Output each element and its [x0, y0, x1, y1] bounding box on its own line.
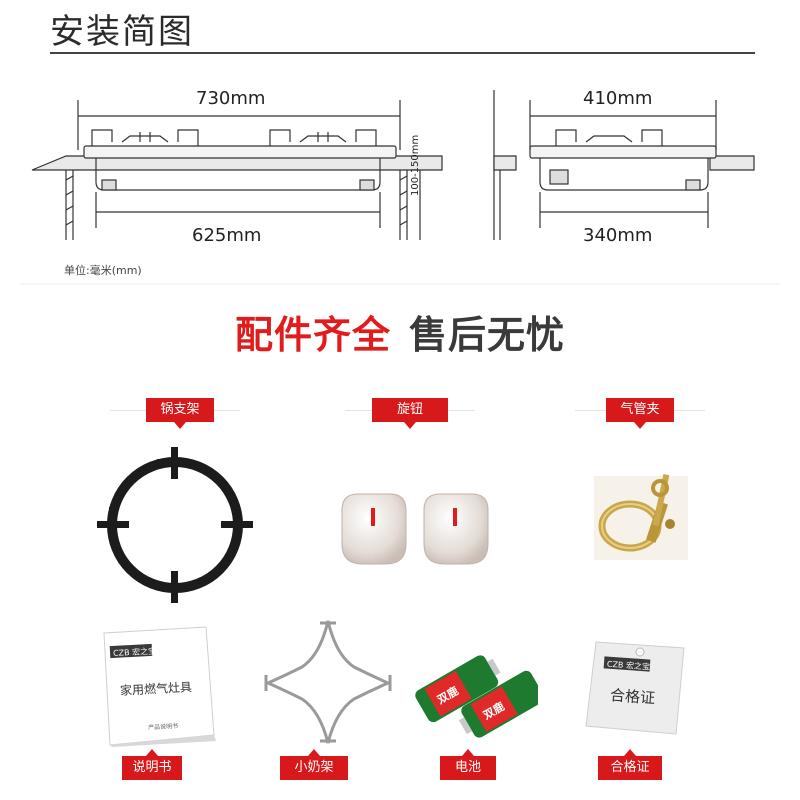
tag-pot-stand: 锅支架 — [146, 398, 214, 429]
tag-knob: 旋钮 — [372, 398, 448, 429]
certificate-title: 合格证 — [610, 686, 656, 707]
tag-small-stand: 小奶架 — [280, 749, 348, 780]
manual-icon: CZB 宏之宝 家用燃气灶具 产品说明书 — [103, 626, 216, 747]
battery-icon: 双鹿 双鹿 — [415, 655, 538, 738]
installation-diagram — [20, 90, 780, 285]
dim-depth-label: 100-150mm — [410, 134, 421, 196]
small-stand-icon — [264, 620, 392, 744]
dim-top-depth-label: 410mm — [583, 88, 653, 109]
pot-stand-icon — [97, 447, 253, 603]
tag-manual: 说明书 — [122, 749, 182, 780]
slogan-part2: 售后无忧 — [409, 313, 566, 357]
knob-icon — [341, 493, 489, 565]
certificate-brand: CZB 宏之宝 — [607, 659, 651, 672]
tag-certificate: 合格证 — [598, 749, 662, 780]
slogan-part1: 配件齐全 — [234, 313, 391, 357]
dim-cutout-width-label: 625mm — [192, 225, 262, 246]
certificate-icon: CZB 宏之宝 合格证 — [585, 641, 685, 735]
manual-title: 家用燃气灶具 — [120, 679, 193, 698]
manual-brand: CZB 宏之宝 — [113, 646, 157, 658]
slogan: 配件齐全售后无忧 — [0, 304, 800, 359]
dim-top-width-label: 730mm — [196, 88, 266, 109]
unit-label: 单位:毫米(mm) — [64, 264, 142, 277]
tag-hose-clamp: 气管夹 — [606, 398, 674, 429]
page-title: 安装简图 — [50, 12, 194, 52]
tag-battery: 电池 — [440, 749, 496, 780]
title-divider — [50, 52, 755, 54]
manual-subtitle: 产品说明书 — [148, 722, 178, 732]
dim-cutout-depth-label: 340mm — [583, 225, 653, 246]
hose-clamp-icon — [594, 473, 688, 560]
